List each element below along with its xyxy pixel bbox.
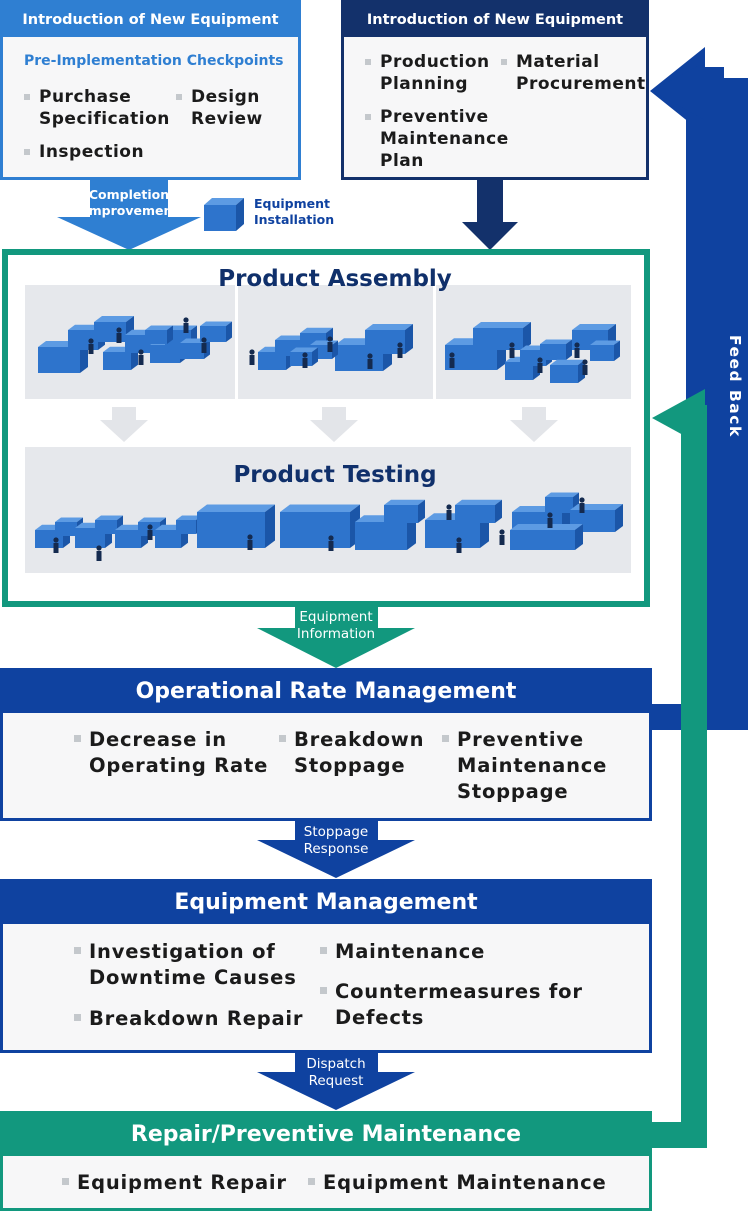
new-equipment-box-left: Introduction of New Equipment Pre-Implem… xyxy=(0,0,301,180)
repair-maintenance-box: Repair/Preventive Maintenance Equipment … xyxy=(0,1111,652,1211)
worker-icon xyxy=(201,337,207,353)
stoppage-response-label: Stoppage Response xyxy=(303,824,369,857)
item-countermeasures-defects: Countermeasures for Defects xyxy=(320,979,595,1031)
installation-cube-icon xyxy=(204,198,244,231)
worker-icon xyxy=(509,342,515,358)
worker-icon xyxy=(328,535,334,551)
product-testing-title: Product Testing xyxy=(233,462,437,488)
worker-icon xyxy=(574,342,580,358)
worker-icon xyxy=(449,352,455,368)
dispatch-request-label: Dispatch Request xyxy=(306,1056,366,1089)
machine-cube-icon xyxy=(365,324,413,354)
machine-cube-icon xyxy=(455,499,502,523)
item-equipment-maintenance: Equipment Maintenance xyxy=(308,1170,613,1196)
worker-icon xyxy=(302,352,308,368)
completion-arrow xyxy=(57,180,201,250)
item-inspection: Inspection xyxy=(24,141,169,163)
item-purchase-specification: Purchase Specification xyxy=(24,87,170,129)
machine-cube-icon xyxy=(197,504,275,548)
worker-icon xyxy=(456,537,462,553)
product-assembly-title: Product Assembly xyxy=(218,266,452,292)
machine-cube-icon xyxy=(590,340,620,361)
left-box-header: Introduction of New Equipment xyxy=(3,3,298,37)
item-material-procurement: Material Procurement xyxy=(501,52,646,94)
worker-icon xyxy=(96,545,102,561)
planning-arrow xyxy=(462,180,518,250)
equipment-management-box: Equipment Management Investigation of Do… xyxy=(0,879,652,1053)
equipment-installation-label: Equipment Installation xyxy=(254,196,335,227)
machine-cube-icon xyxy=(145,325,173,344)
completion-improvement-label: Completion Improvement xyxy=(84,187,179,218)
grey-down-arrow-2 xyxy=(310,407,358,442)
feedback-arrowhead xyxy=(652,62,705,120)
assembly-divider-2 xyxy=(433,285,436,399)
worker-icon xyxy=(397,342,403,358)
worker-icon xyxy=(499,529,505,545)
machine-cube-icon xyxy=(384,499,425,523)
worker-icon xyxy=(247,534,253,550)
right-box-header: Introduction of New Equipment xyxy=(344,3,646,37)
item-decrease-operating-rate: Decrease in Operating Rate xyxy=(74,727,274,779)
item-breakdown-repair: Breakdown Repair xyxy=(74,1007,304,1030)
feedback-label: Feed Back xyxy=(726,334,744,438)
machine-cube-icon xyxy=(510,524,583,550)
worker-icon xyxy=(579,497,585,513)
worker-icon xyxy=(53,537,59,553)
worker-icon xyxy=(147,524,153,540)
machine-cube-icon xyxy=(540,339,572,360)
assembly-divider-1 xyxy=(235,285,238,399)
dispatch-arrow xyxy=(257,1052,415,1110)
item-breakdown-stoppage: Breakdown Stoppage xyxy=(279,727,434,779)
item-preventive-maintenance-plan: Preventive Maintenance Plan xyxy=(365,107,509,171)
stoppage-arrow xyxy=(257,820,415,878)
grey-down-arrow-3 xyxy=(510,407,558,442)
item-preventive-maintenance-stoppage: Preventive Maintenance Stoppage xyxy=(442,727,617,805)
worker-icon xyxy=(537,357,543,373)
worker-icon xyxy=(327,336,333,352)
worker-icon xyxy=(446,504,452,520)
repair-maintenance-header: Repair/Preventive Maintenance xyxy=(3,1114,649,1156)
equipment-management-header: Equipment Management xyxy=(3,882,649,924)
worker-icon xyxy=(249,349,255,365)
checkpoints-subtitle: Pre-Implementation Checkpoints xyxy=(24,53,284,69)
worker-icon xyxy=(367,353,373,369)
operational-rate-header: Operational Rate Management xyxy=(3,671,649,713)
worker-icon xyxy=(582,359,588,375)
worker-icon xyxy=(183,317,189,333)
equipment-info-arrow xyxy=(257,606,415,668)
item-equipment-repair: Equipment Repair xyxy=(62,1170,297,1196)
equipment-information-label: Equipment Information xyxy=(296,609,376,642)
new-equipment-box-right: Introduction of New Equipment Production… xyxy=(341,0,649,180)
worker-icon xyxy=(138,349,144,365)
machine-cube-icon xyxy=(200,321,232,342)
worker-icon xyxy=(547,512,553,528)
worker-icon xyxy=(88,338,94,354)
item-design-review: Design Review xyxy=(176,86,281,130)
item-investigation-downtime: Investigation of Downtime Causes xyxy=(74,939,304,991)
item-maintenance: Maintenance xyxy=(320,939,575,965)
grey-down-arrow-1 xyxy=(100,407,148,442)
worker-icon xyxy=(116,327,122,343)
teal-loop-arrowhead xyxy=(652,389,705,447)
operational-rate-box: Operational Rate Management Decrease in … xyxy=(0,668,652,821)
item-production-planning: Production Planning xyxy=(365,51,500,95)
